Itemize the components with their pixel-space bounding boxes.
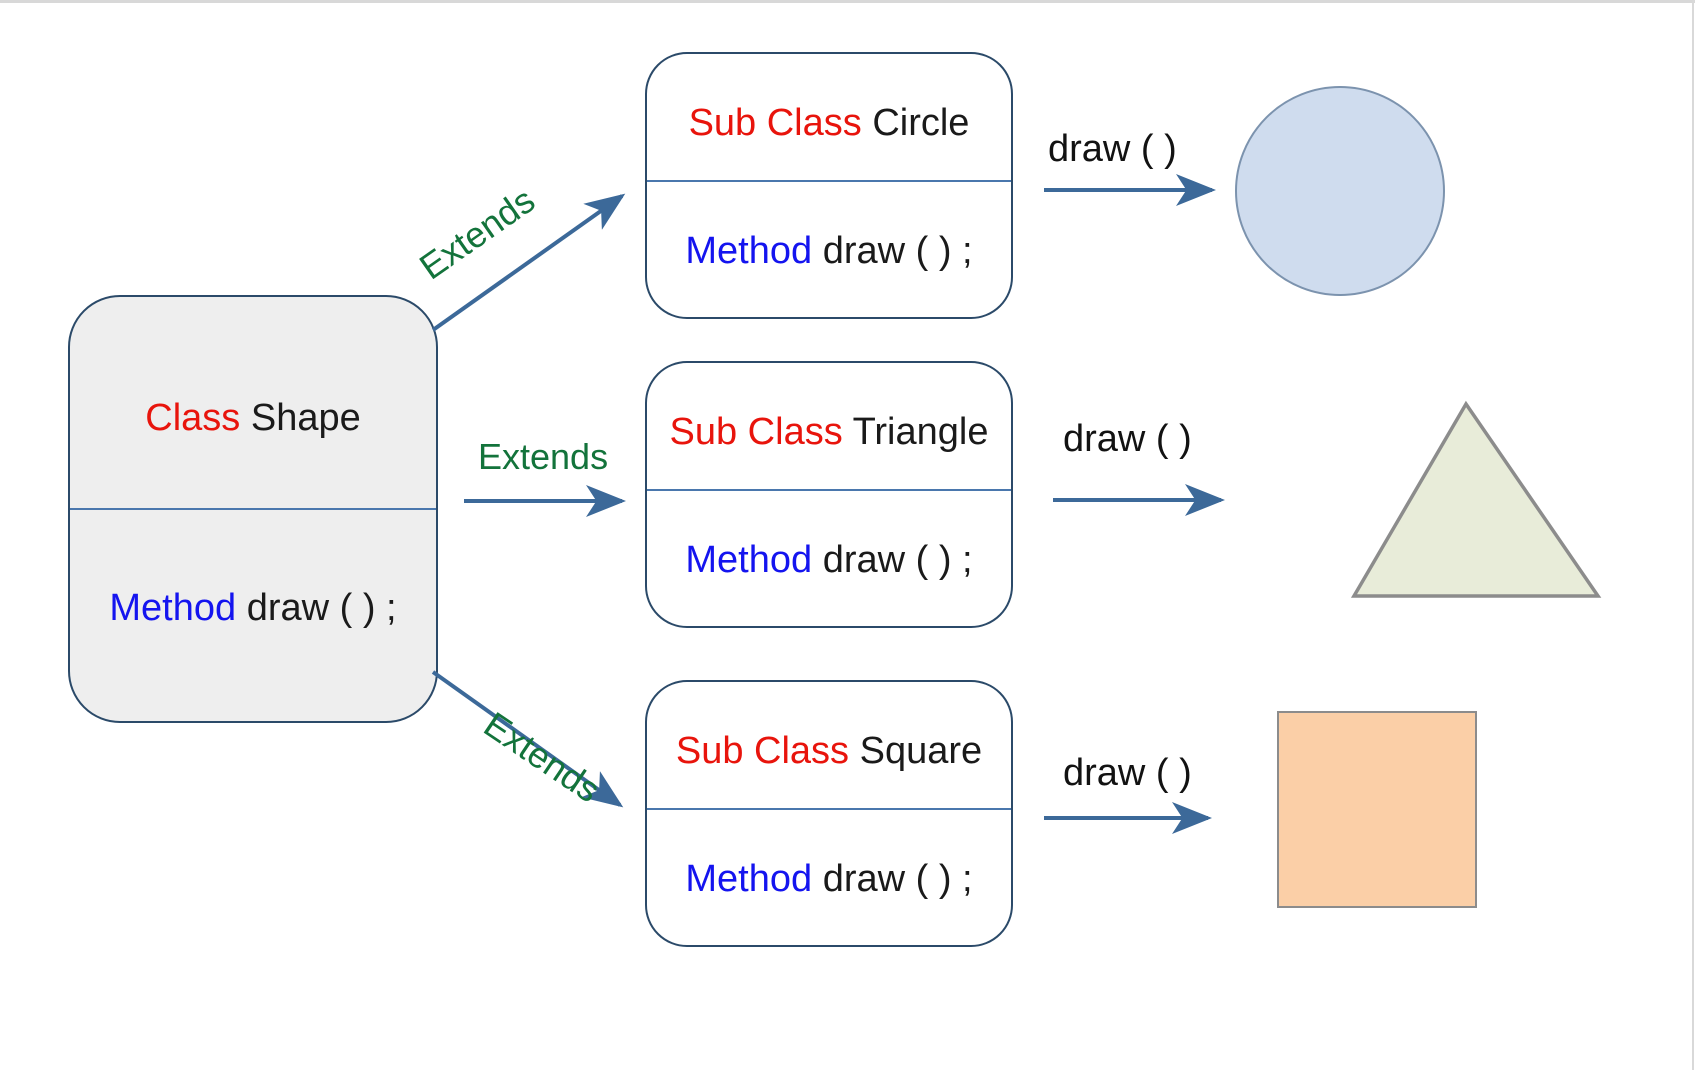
- class-box-shape-method: Method draw ( ) ;: [70, 587, 436, 630]
- draw-call-label-triangle: draw ( ): [1063, 418, 1192, 460]
- class-box-shape-divider: [70, 508, 436, 510]
- method-signature: draw ( ) ;: [822, 858, 973, 900]
- method-signature: draw ( ) ;: [246, 587, 397, 629]
- result-shape-triangle: [1350, 400, 1602, 598]
- class-box-circle-divider: [647, 180, 1011, 182]
- class-box-triangle-header: Sub Class Triangle: [647, 411, 1011, 454]
- class-box-circle-header: Sub Class Circle: [647, 102, 1011, 145]
- right-edge-divider: [1692, 0, 1694, 1070]
- class-box-square-header: Sub Class Square: [647, 730, 1011, 773]
- subclass-keyword: Sub Class: [675, 730, 860, 772]
- subclass-keyword: Sub Class: [688, 102, 873, 144]
- subclass-keyword: Sub Class: [669, 411, 853, 453]
- triangle-polygon: [1350, 400, 1602, 598]
- class-box-circle[interactable]: Sub Class Circle Method draw ( ) ;: [645, 52, 1013, 319]
- method-keyword: Method: [685, 858, 823, 900]
- subclass-name: Square: [859, 730, 983, 772]
- method-keyword: Method: [685, 539, 823, 581]
- right-edge-margin: [1695, 0, 1698, 1070]
- class-name: Shape: [250, 397, 361, 439]
- method-signature: draw ( ) ;: [822, 539, 973, 581]
- subclass-name: Circle: [872, 102, 970, 144]
- extends-label-circle: Extends: [411, 179, 543, 288]
- extends-label-square: Extends: [476, 703, 608, 811]
- result-shape-circle: [1235, 86, 1445, 296]
- draw-call-label-square: draw ( ): [1063, 752, 1192, 794]
- extends-label-triangle: Extends: [478, 436, 609, 477]
- class-box-shape-header: Class Shape: [70, 397, 436, 440]
- class-box-square[interactable]: Sub Class Square Method draw ( ) ;: [645, 680, 1013, 947]
- subclass-name: Triangle: [852, 411, 989, 453]
- class-box-triangle-method: Method draw ( ) ;: [647, 539, 1011, 582]
- method-keyword: Method: [685, 230, 823, 272]
- method-signature: draw ( ) ;: [822, 230, 973, 272]
- class-box-square-method: Method draw ( ) ;: [647, 858, 1011, 901]
- top-edge-divider: [0, 0, 1698, 3]
- class-keyword: Class: [145, 397, 251, 439]
- class-box-circle-method: Method draw ( ) ;: [647, 230, 1011, 273]
- draw-call-label-circle: draw ( ): [1048, 128, 1177, 170]
- result-shape-square: [1277, 711, 1477, 908]
- class-box-triangle-divider: [647, 489, 1011, 491]
- class-box-square-divider: [647, 808, 1011, 810]
- method-keyword: Method: [109, 587, 247, 629]
- class-box-triangle[interactable]: Sub Class Triangle Method draw ( ) ;: [645, 361, 1013, 628]
- class-box-shape[interactable]: Class Shape Method draw ( ) ;: [68, 295, 438, 723]
